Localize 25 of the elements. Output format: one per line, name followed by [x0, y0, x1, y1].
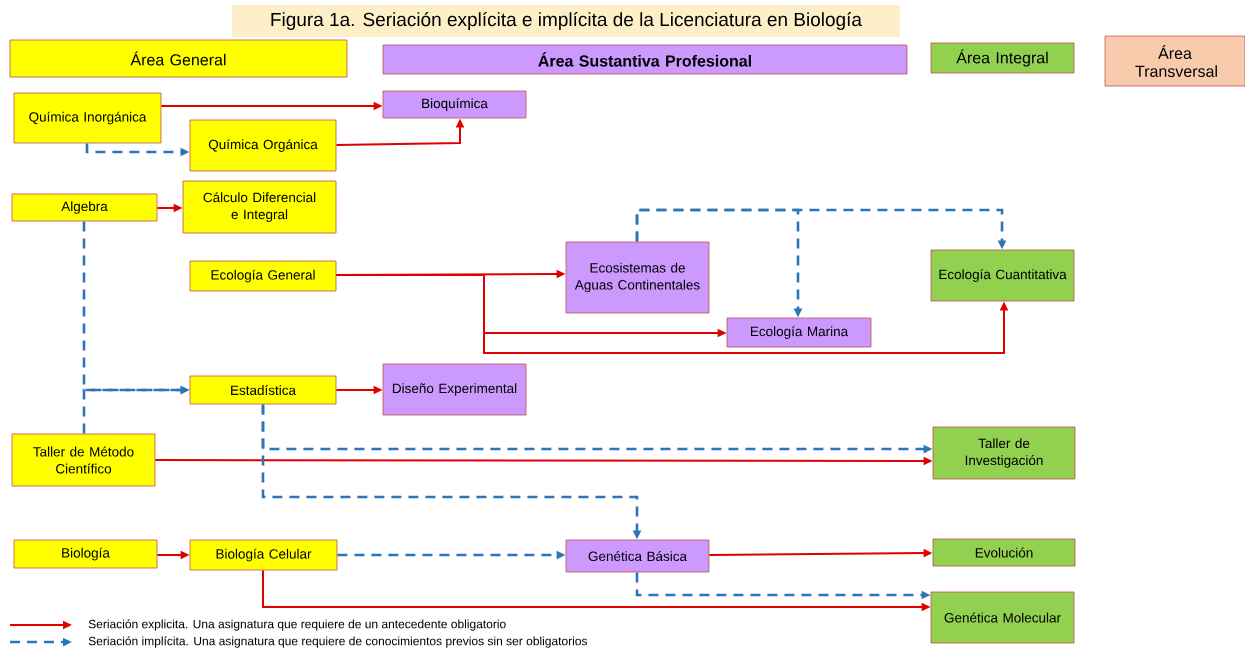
course-box: Ecosistemas de Aguas Continentales	[565, 241, 710, 314]
course-box: Biología Celular	[189, 539, 338, 571]
legend-text: Seriación implícita. Una asignatura que requiere de conocimientos previos sin ser obligatorios	[88, 636, 588, 648]
course-box: Química Orgánica	[189, 119, 337, 172]
course-box: Algebra	[11, 193, 158, 222]
course-box: Biología	[13, 539, 158, 569]
course-box: Genética Molecular	[930, 591, 1075, 644]
course-box: Cálculo Diferencial e Integral	[182, 180, 337, 234]
course-box: Genética Básica	[565, 539, 710, 573]
course-box: Ecología Cuantitativa	[930, 249, 1075, 302]
course-box: Evolución	[932, 538, 1076, 567]
course-box: Diseño Experimental	[382, 363, 527, 416]
course-box: Ecología General	[189, 260, 337, 292]
area-header: Área General	[9, 39, 348, 78]
title: Figura 1a. Seriación explícita e implícita de la Licenciatura en Biología	[232, 5, 900, 37]
legend-text: Seriación explicita. Una asignatura que requiere de un antecedente obligatorio	[88, 619, 506, 631]
course-box: Estadística	[189, 375, 337, 405]
course-box: Química Inorgánica	[13, 92, 162, 144]
area-header: Área Integral	[930, 42, 1075, 74]
course-box: Taller de Método Científico	[11, 433, 156, 487]
course-box: Taller de Investigación	[932, 426, 1076, 480]
course-box: Ecología Marina	[726, 317, 872, 348]
course-box: Bioquímica	[382, 90, 527, 119]
area-header: Área Sustantiva Profesional	[382, 44, 908, 75]
area-header: Área Transversal	[1104, 35, 1245, 87]
